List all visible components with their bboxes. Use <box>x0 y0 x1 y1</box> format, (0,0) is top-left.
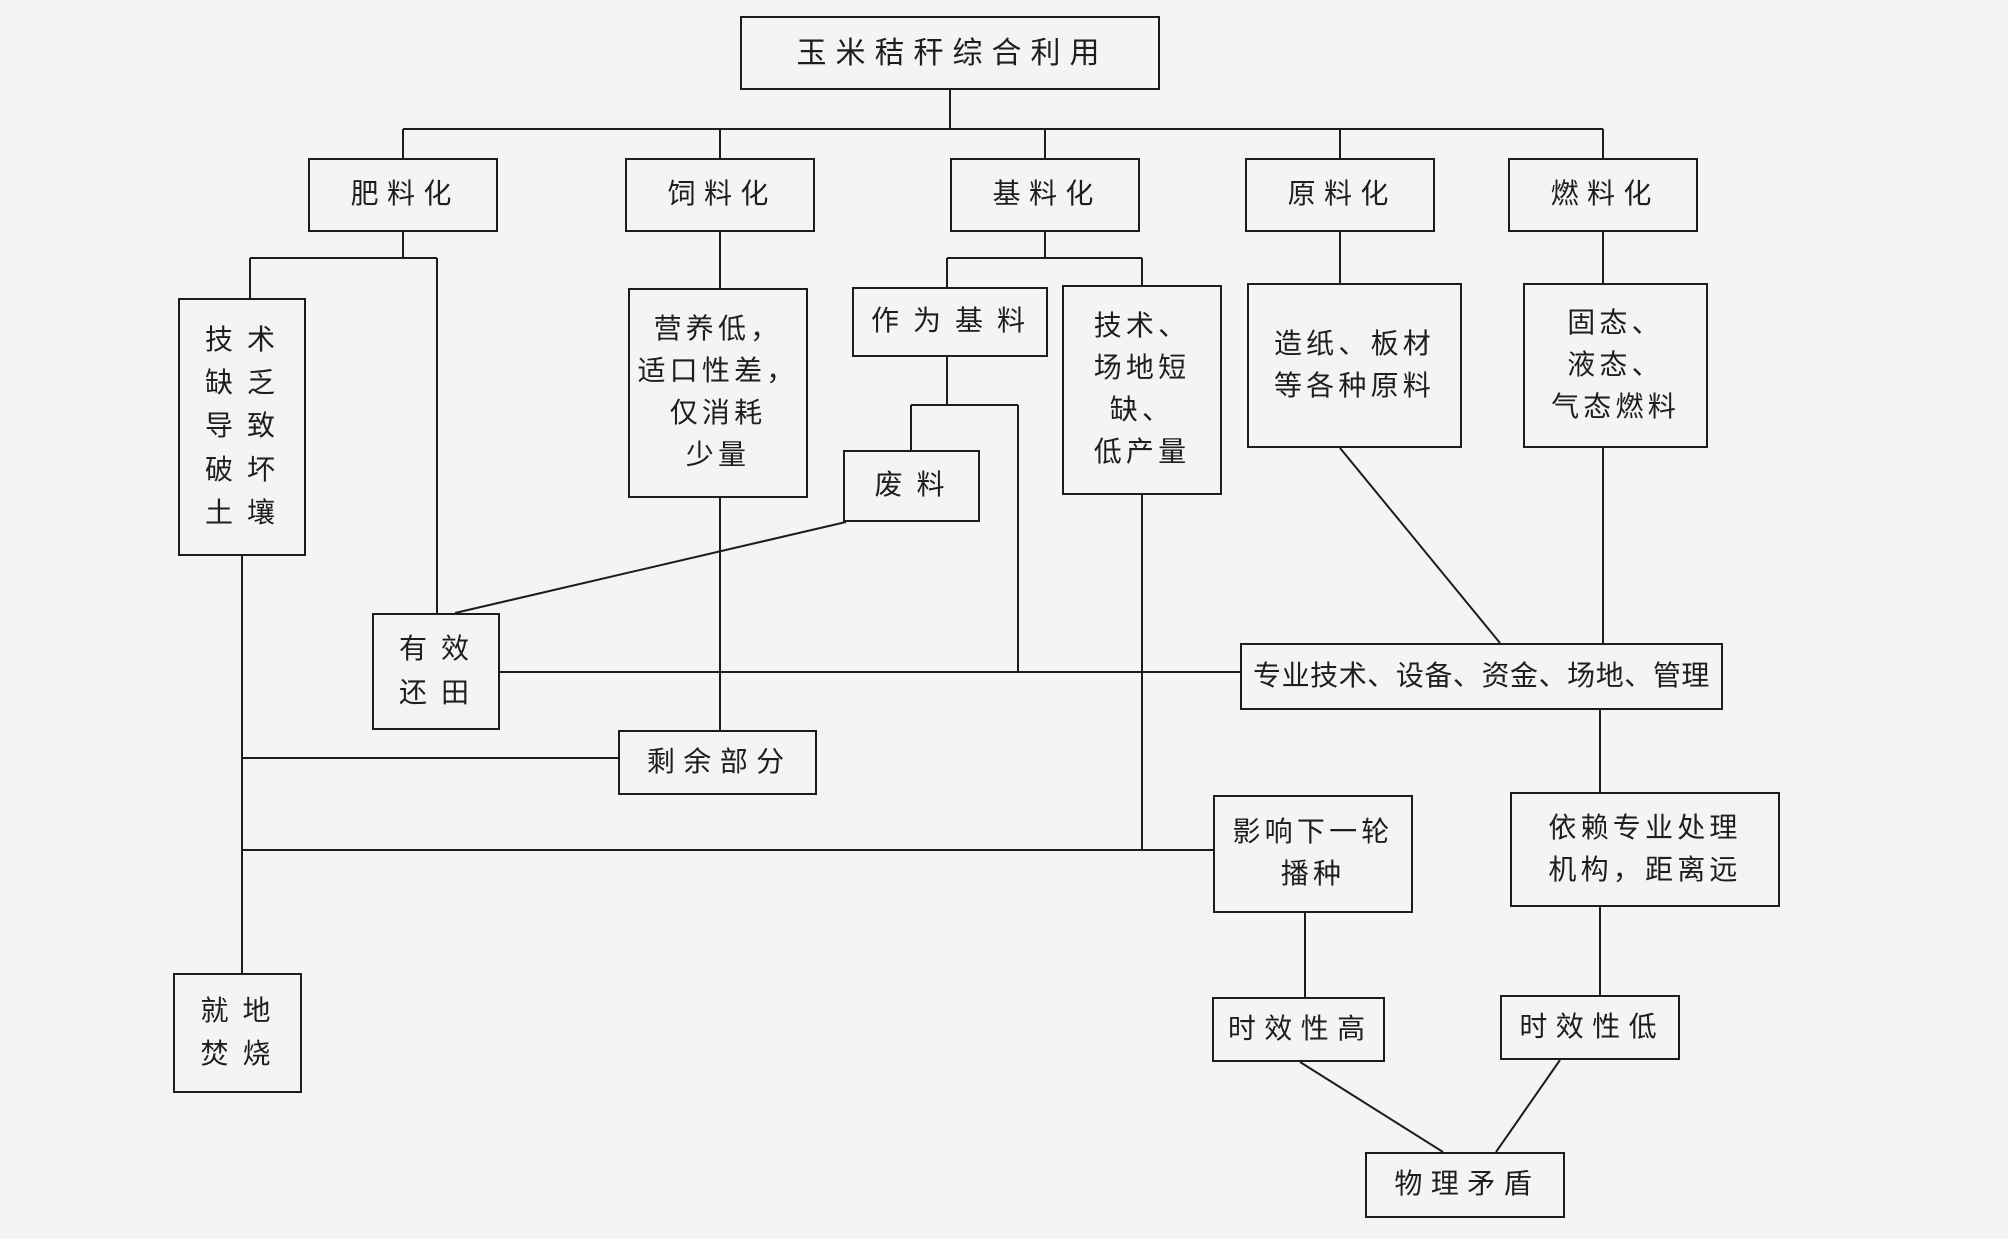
node-effective-return: 有效 还田 <box>372 613 500 730</box>
node-waste: 废料 <box>843 450 980 522</box>
node-fertilizer: 肥料化 <box>308 158 498 232</box>
node-physical-contradiction: 物理矛盾 <box>1365 1152 1565 1218</box>
node-low-timeliness: 时效性低 <box>1500 995 1680 1060</box>
node-soil-damage: 技术 缺乏 导致 破坏 土壤 <box>178 298 306 556</box>
node-fuel-forms: 固态、 液态、 气态燃料 <box>1523 283 1708 448</box>
node-root: 玉米秸秆综合利用 <box>740 16 1160 90</box>
node-onsite-burning: 就地 焚烧 <box>173 973 302 1093</box>
node-rely-professional: 依赖专业处理 机构，距离远 <box>1510 792 1780 907</box>
node-as-substrate: 作为基料 <box>852 287 1048 357</box>
node-low-nutrition: 营养低， 适口性差， 仅消耗 少量 <box>628 288 808 498</box>
node-paper-board: 造纸、板材 等各种原料 <box>1247 283 1462 448</box>
node-feed: 饲料化 <box>625 158 815 232</box>
node-tech-site-shortage: 技术、 场地短缺、 低产量 <box>1062 285 1222 495</box>
node-affect-next-sowing: 影响下一轮 播种 <box>1213 795 1413 913</box>
node-substrate: 基料化 <box>950 158 1140 232</box>
node-high-timeliness: 时效性高 <box>1212 997 1385 1062</box>
node-fuel: 燃料化 <box>1508 158 1698 232</box>
node-remaining-part: 剩余部分 <box>618 730 817 795</box>
node-professional-support: 专业技术、设备、资金、场地、管理 <box>1240 643 1723 710</box>
node-raw-material: 原料化 <box>1245 158 1435 232</box>
